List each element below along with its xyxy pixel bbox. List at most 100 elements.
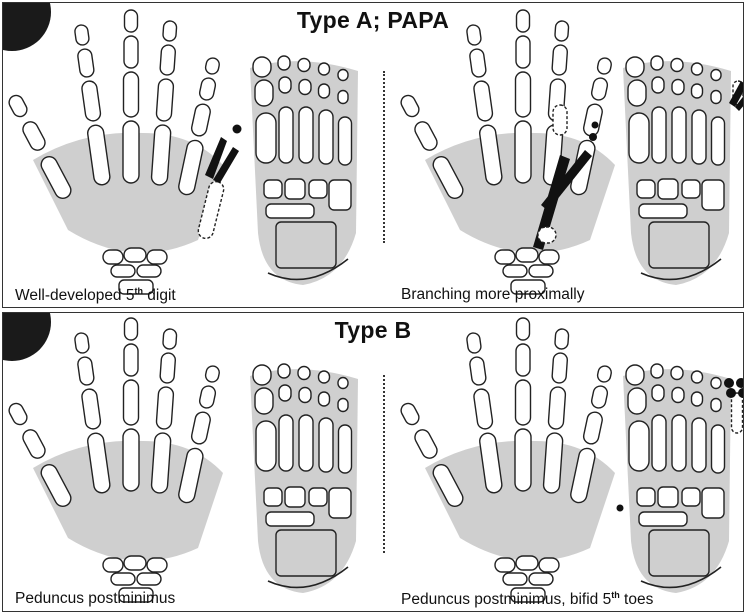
tarsal-bone [658, 487, 678, 507]
toe-bone [628, 388, 646, 414]
toe-bone [671, 59, 683, 72]
carpal-bone [111, 573, 135, 585]
toe-bone [711, 399, 721, 412]
tarsal-bone [264, 180, 282, 198]
extra-phalanx [553, 105, 567, 135]
toe-bone [692, 392, 703, 406]
extra-digit-tip [592, 122, 599, 129]
middle-finger-bone [124, 344, 138, 376]
toe-bone [338, 70, 348, 81]
carpal-bone [539, 250, 559, 264]
peduncus-nub [617, 505, 624, 512]
tarsal-bone [266, 204, 314, 218]
metatarsal-bone [652, 415, 666, 471]
index-finger-bone [77, 356, 95, 386]
little-finger-bone [204, 365, 220, 383]
carpal-bone [103, 250, 123, 264]
index-finger-bone [466, 24, 482, 46]
tarsal-bone [637, 488, 655, 506]
tarsal-bone [285, 487, 305, 507]
tarsal-bone [285, 179, 305, 199]
toe-bone [628, 80, 646, 106]
metatarsal-bone [672, 107, 686, 163]
tarsal-bone [309, 180, 327, 198]
metatarsal-bone [712, 117, 725, 165]
little-finger-bone [198, 385, 216, 409]
tarsal-bone [329, 488, 351, 518]
tarsal-bone [658, 179, 678, 199]
ring-finger-bone [151, 125, 171, 186]
toe-bone [651, 56, 663, 70]
panel-type-b: Type B Peduncus postminimus Peduncus pos… [2, 312, 744, 612]
bifid-toe-bone [726, 388, 736, 398]
little-finger-bone [198, 77, 216, 101]
bifid-toe-bone [736, 378, 744, 388]
toe-bone [299, 80, 311, 95]
toe-bone [651, 364, 663, 378]
thumb-bone [412, 119, 439, 153]
tarsal-bone [639, 512, 687, 526]
metatarsal-bone [256, 421, 276, 471]
toe-bone [338, 378, 348, 389]
toe-bone [255, 388, 273, 414]
toe-bone [692, 63, 703, 75]
toe-bone [255, 80, 273, 106]
tarsal-bone [702, 180, 724, 210]
toe-bone [278, 56, 290, 70]
metatarsal-bone [299, 415, 313, 471]
middle-finger-bone [517, 10, 530, 32]
extra-toe-phalanx [732, 393, 743, 433]
tarsal-bone [702, 488, 724, 518]
ring-finger-bone [552, 353, 568, 384]
toe-bone [672, 388, 684, 403]
carpal-bone [147, 250, 167, 264]
metatarsal-bone [319, 418, 333, 472]
little-finger-bone [596, 365, 612, 383]
carpal-bone [103, 558, 123, 572]
toe-bone [298, 59, 310, 72]
toe-bone [711, 70, 721, 81]
little-finger-bone [590, 385, 608, 409]
middle-finger-bone [123, 121, 139, 183]
middle-finger-bone [516, 36, 530, 68]
carpal-bone [503, 265, 527, 277]
metatarsal-bone [712, 425, 725, 473]
panel-a-illustrations [3, 3, 744, 308]
tarsal-bone [329, 180, 351, 210]
toe-bone [692, 371, 703, 383]
thumb-bone [412, 427, 439, 461]
toe-bone [652, 385, 664, 401]
ring-finger-bone [555, 21, 569, 42]
middle-finger-bone [517, 318, 530, 340]
index-finger-bone [469, 48, 487, 78]
ring-finger-bone [160, 353, 176, 384]
tarsal-bone [637, 180, 655, 198]
panel-a-divider [383, 71, 385, 243]
metatarsal-bone [319, 110, 333, 164]
talus-bone [649, 222, 709, 268]
index-finger-bone [473, 80, 493, 122]
little-finger-bone [582, 103, 603, 137]
foot-extra-toe [623, 56, 744, 285]
metatarsal-bone [652, 107, 666, 163]
carpal-bone [137, 573, 161, 585]
ring-finger-bone [160, 45, 176, 76]
caption-branching: Branching more proximally [401, 286, 585, 304]
metatarsal-bone [339, 425, 352, 473]
toe-bone [338, 91, 348, 104]
carpal-bone [503, 573, 527, 585]
toe-bone [298, 367, 310, 380]
hand-well-developed-extra-digit [7, 10, 242, 294]
panel-b-illustrations [3, 313, 744, 612]
ring-finger-bone [156, 387, 174, 430]
toe-bone [299, 388, 311, 403]
index-finger-bone [81, 388, 101, 430]
ring-finger-bone [151, 433, 171, 494]
talus-bone [276, 530, 336, 576]
toe-bone [253, 57, 271, 77]
little-finger-bone [596, 57, 612, 75]
index-finger-bone [469, 356, 487, 386]
toe-bone [626, 365, 644, 385]
metatarsal-bone [256, 113, 276, 163]
bifid-toe-bone [724, 378, 734, 388]
